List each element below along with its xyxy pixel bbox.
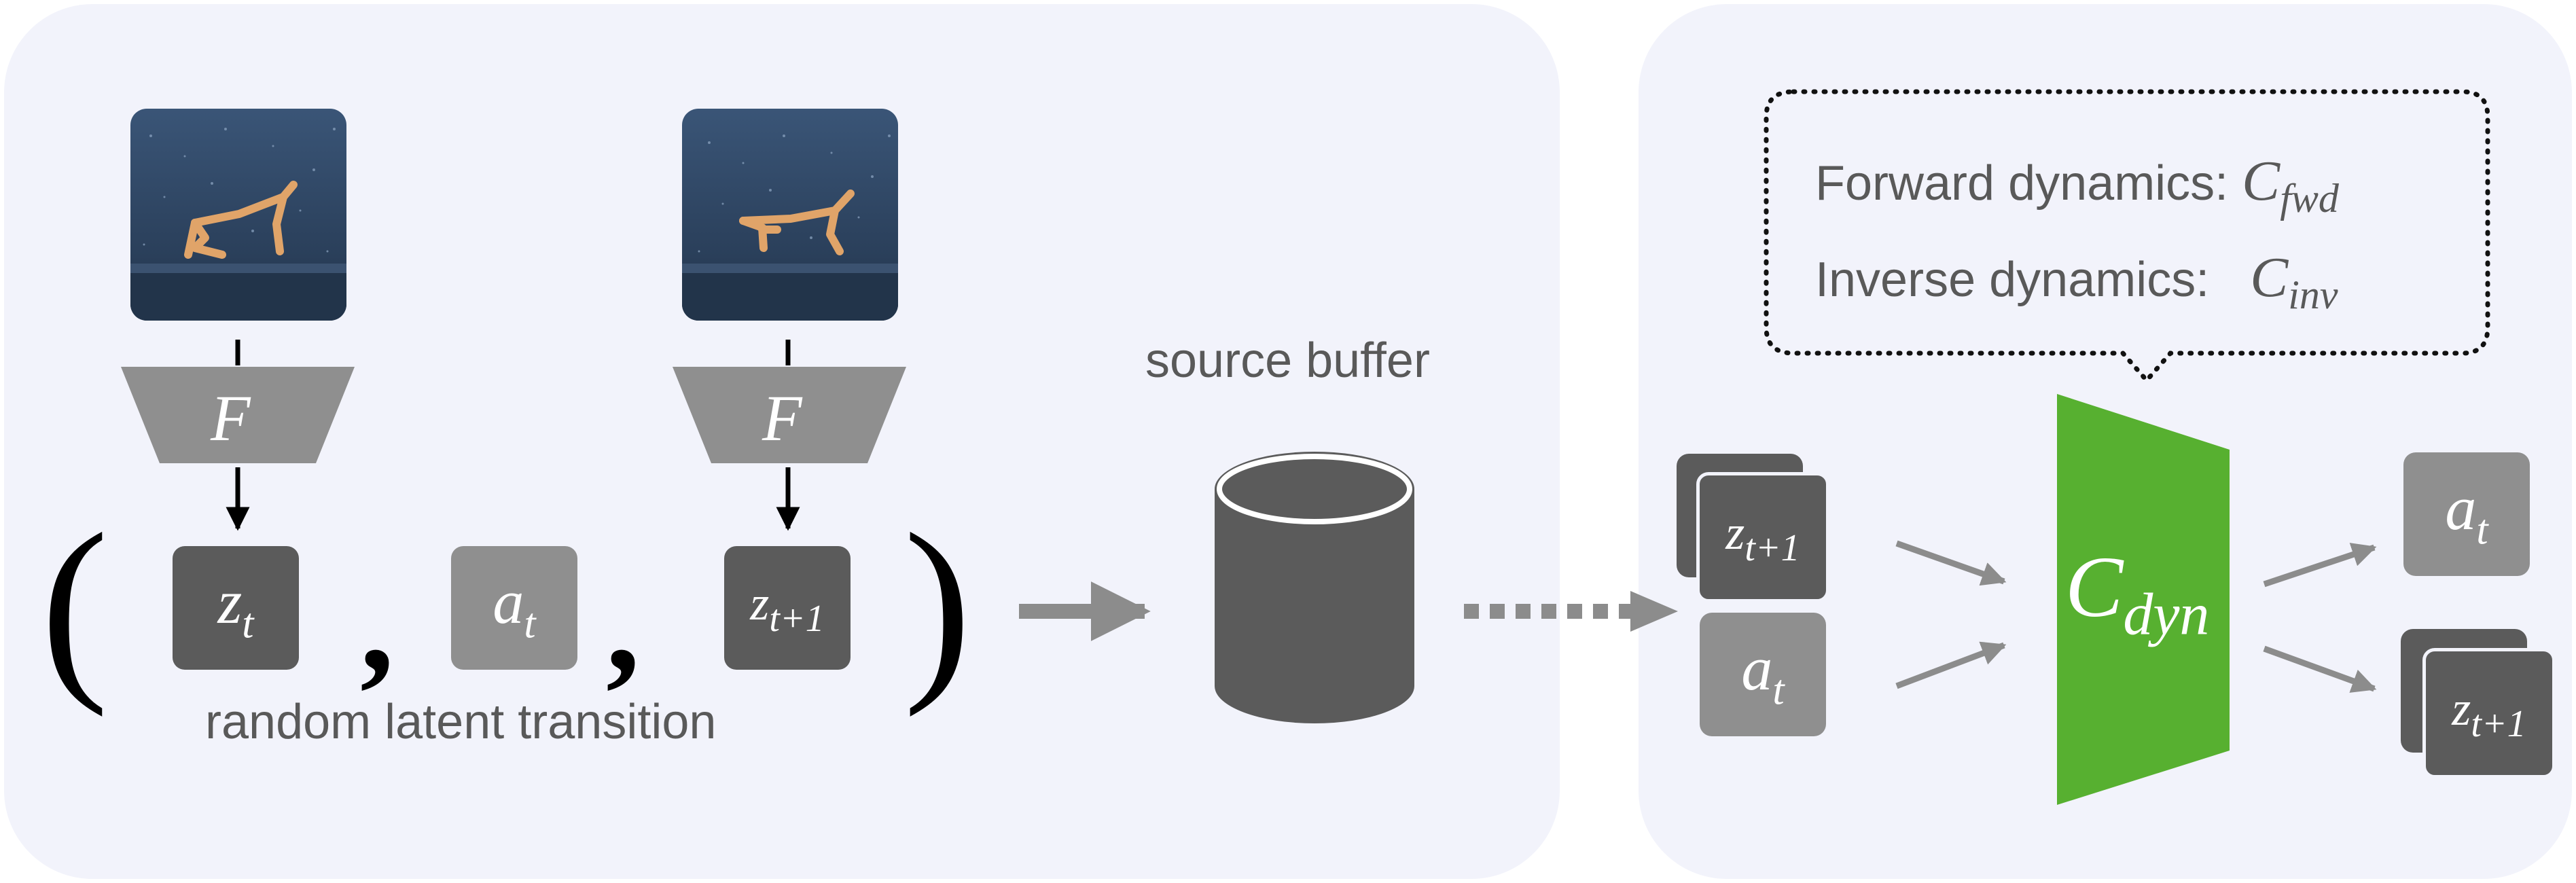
input-at-symbol: a [1741,634,1773,704]
input-zt1-box: zt+1 [1696,472,1829,602]
callout-line-forward: Forward dynamics: Cfwd [1815,148,2339,222]
output-at-symbol: a [2445,473,2477,543]
input-at-box: at [1700,613,1826,736]
input-zt1-symbol: z [1725,505,1745,560]
action-at-box: at [451,546,577,670]
input-arrow-2 [1895,641,2007,689]
output-at-subscript: t [2476,507,2488,554]
inverse-dynamics-symbol: C [2250,246,2289,309]
source-buffer-database-icon [1215,452,1414,723]
comma-2: , [606,549,640,700]
latent-zt-subscript: t [242,600,254,647]
env-frame-t1 [682,109,898,321]
action-at-symbol: a [493,567,524,637]
output-arrow-1 [2263,543,2377,588]
output-at-box: at [2403,452,2530,576]
dynamics-model-label: Cdyn [2065,543,2209,645]
output-arrow-2 [2263,645,2377,693]
callout-bubble [1764,89,2490,384]
input-zt1-subscript: t+1 [1745,526,1800,569]
encoder-f-shape-2 [673,367,906,463]
callout-line-inverse: Inverse dynamics: Cinv [1815,245,2338,319]
latent-zt1-box: zt+1 [724,546,851,670]
encoder-f-shape-1 [121,367,355,463]
encoder-label-2: F [762,382,802,454]
latent-zt1-symbol: z [750,575,770,630]
source-buffer-label: source buffer [1145,334,1430,388]
input-arrow-1 [1895,540,2007,586]
action-at-subscript: t [524,600,536,647]
forward-dynamics-symbol: C [2242,149,2280,213]
close-parenthesis: ) [904,492,971,717]
comma-1: , [360,549,394,700]
dynamics-model-subscript: dyn [2123,581,2210,648]
random-latent-transition-caption: random latent transition [205,695,717,749]
input-at-subscript: t [1772,667,1785,714]
output-zt1-subscript: t+1 [2471,702,2526,745]
encoder-label-1: F [211,382,251,454]
dynamics-model-symbol: C [2065,539,2124,635]
inverse-dynamics-subscript: inv [2288,272,2338,317]
latent-zt1-subscript: t+1 [769,597,825,640]
latent-zt-box: zt [173,546,299,670]
forward-dynamics-subscript: fwd [2280,176,2339,221]
output-zt1-symbol: z [2452,681,2471,736]
env-frame-t [130,109,346,321]
inverse-dynamics-label: Inverse dynamics: [1815,253,2223,307]
dynamics-model-shape [2057,394,2230,805]
forward-dynamics-label: Forward dynamics: [1815,156,2242,211]
latent-zt-symbol: z [217,567,243,637]
output-zt1-box: zt+1 [2422,648,2556,778]
open-parenthesis: ( [41,492,109,717]
dotted-arrow-head [1630,591,1678,632]
